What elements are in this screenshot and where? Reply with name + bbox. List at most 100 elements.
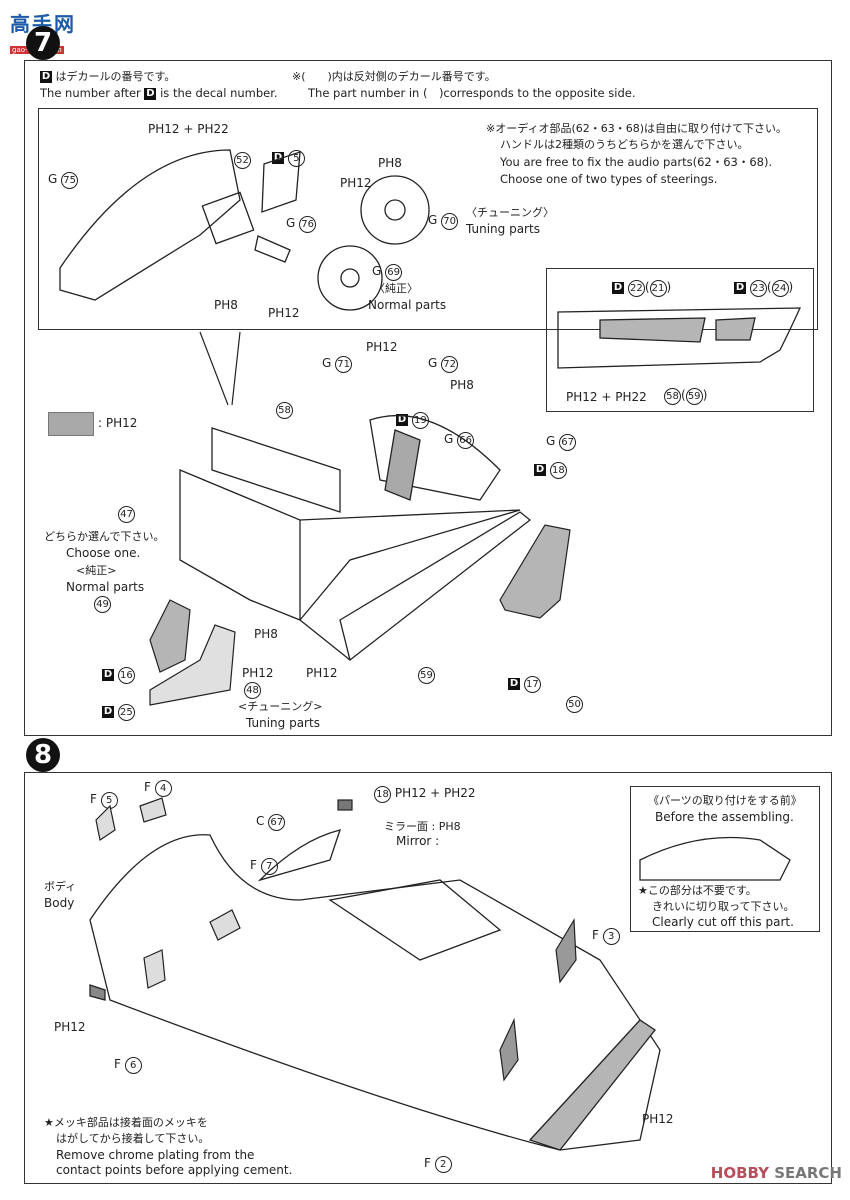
decal-note-jp: D はデカールの番号です。 — [40, 70, 175, 84]
decal-symbol-inline: D — [144, 87, 157, 100]
part-number: 2 — [434, 1156, 452, 1173]
decal-16-label: D 16 — [102, 667, 135, 684]
front-ph12-label: PH12 — [54, 1020, 86, 1034]
g69-label: G 69 — [372, 264, 403, 281]
part-number: 59 — [418, 667, 435, 684]
decal-25-label: D 25 — [102, 704, 135, 721]
door-panel-drawing — [557, 307, 802, 369]
body-jp-label: ボディ — [44, 880, 77, 893]
mirror-paint: PH8 — [438, 820, 461, 833]
f2-label: F 2 — [424, 1156, 452, 1173]
mirror-en-label: Mirror : — [396, 834, 440, 848]
part-number: 58 — [664, 388, 681, 405]
paint-legend-code: PH12 — [105, 416, 138, 430]
steering-note-en: Choose one of two types of steerings. — [500, 172, 718, 186]
normal-en-label: Normal parts — [368, 298, 447, 312]
step-8-badge: 8 — [26, 738, 60, 772]
step-7-badge: 7 — [26, 26, 60, 60]
before-title-jp: 《パーツの取り付けをする前》 — [648, 794, 802, 807]
g75-label: G 75 — [48, 172, 79, 189]
part-number: 59 — [685, 388, 703, 405]
seat-tuning-en: Tuning parts — [246, 716, 320, 730]
f7-label: F 7 — [250, 858, 278, 875]
chrome-note-jp-1: ★メッキ部品は接着面のメッキを — [44, 1116, 208, 1129]
interior-drawing — [179, 414, 532, 662]
part-number: 4 — [154, 780, 172, 797]
part-18-paint: PH12 + PH22 — [394, 786, 476, 800]
decal-note-en-suffix: is the decal number. — [160, 86, 278, 100]
part-49-label: 49 — [94, 596, 111, 613]
dashboard-drawing — [59, 149, 430, 311]
audio-note-jp-1: ※オーディオ部品(62・63・68)は自由に取り付けて下さい。 — [486, 122, 788, 135]
audio-note-en: You are free to fix the audio parts(62・6… — [500, 155, 773, 169]
f4-label: F 4 — [144, 780, 172, 797]
normal-jp-label: 〈純正〉 — [374, 282, 418, 295]
decal-number: 23 — [749, 280, 767, 297]
body-shell-drawing — [89, 829, 791, 1151]
decal-symbol: D — [40, 71, 52, 83]
part-50-label: 50 — [566, 696, 583, 713]
mirror-en-text: Mirror — [396, 834, 432, 848]
floor-ph8-label: PH8 — [254, 627, 278, 641]
decal-number: 22 — [627, 280, 645, 297]
door-part-label: 58(59) — [664, 388, 707, 405]
steering-note-jp: ハンドルは2種類のうちどちらかを選んで下さい。 — [500, 138, 749, 151]
decal-number: 17 — [523, 676, 541, 693]
opposite-note-en: The part number in ( )corresponds to the… — [308, 86, 636, 100]
decal-number: 5 — [287, 150, 305, 167]
part-number: 75 — [61, 172, 79, 189]
part-number: 67 — [559, 434, 577, 451]
door-decal-right: D 23(24) — [734, 280, 793, 297]
c67-label: C 67 — [256, 814, 286, 831]
decal-number: 25 — [117, 704, 135, 721]
decal-17-label: D 17 — [508, 676, 541, 693]
part-18-label: 18 PH12 + PH22 — [374, 786, 476, 803]
part-number: 18 — [374, 786, 391, 803]
ph8-top-label: PH8 — [450, 378, 474, 392]
part-number: 71 — [335, 356, 353, 373]
door-decal-left: D 22(21) — [612, 280, 671, 297]
decal-number: 16 — [117, 667, 135, 684]
steer-ph12-label: PH12 — [340, 176, 372, 190]
g67-label: G 67 — [546, 434, 577, 451]
g70-label: G 70 — [428, 213, 459, 230]
part-number: 7 — [260, 858, 278, 875]
part-number: 76 — [299, 216, 317, 233]
part-number: 72 — [441, 356, 459, 373]
steer-ph8-label: PH8 — [378, 156, 402, 170]
paint-legend-swatch — [48, 412, 94, 436]
g72-label: G 72 — [428, 356, 459, 373]
step-7-frame — [24, 60, 832, 736]
seat-tuning-jp: <チューニング> — [238, 700, 323, 713]
decal-note-en: The number after D is the decal number. — [40, 86, 278, 100]
decal-note-jp-text: はデカールの番号です。 — [55, 70, 176, 83]
ph12-top-label: PH12 — [366, 340, 398, 354]
decal-number: 24 — [771, 280, 789, 297]
callout-line — [231, 331, 241, 406]
part-48-label: 48 — [244, 682, 261, 699]
step-8-frame — [24, 772, 832, 1184]
column-ph12-label: PH12 — [268, 306, 300, 320]
mirror-jp-text: ミラー面 — [384, 820, 428, 833]
dashboard-detail-panel — [38, 108, 818, 330]
cut-note-jp-2: きれいに切り取って下さい。 — [652, 900, 795, 913]
part-number: 67 — [268, 814, 286, 831]
chrome-note-en-1: Remove chrome plating from the — [56, 1148, 255, 1162]
rear-ph12-label: PH12 — [642, 1112, 674, 1126]
before-assembling-box — [630, 786, 820, 932]
part-52-label: 52 — [234, 152, 251, 169]
part-number: 58 — [276, 402, 293, 419]
seat-normal-jp: <純正> — [76, 564, 117, 577]
part-number: 48 — [244, 682, 261, 699]
part-number: 69 — [385, 264, 403, 281]
part-59-label: 59 — [418, 667, 435, 684]
seat-normal-en: Normal parts — [66, 580, 145, 594]
hobby-search-watermark: HOBBY SEARCH — [711, 1164, 842, 1182]
chrome-note-en-2: contact points before applying cement. — [56, 1163, 293, 1177]
body-en-label: Body — [44, 896, 75, 910]
opposite-note-jp: ※( )内は反対側のデカール番号です。 — [292, 70, 496, 83]
choose-jp: どちらか選んで下さい。 — [44, 530, 165, 543]
tuning-en-label: Tuning parts — [466, 222, 540, 236]
chrome-note-jp-2: はがしてから接着して下さい。 — [56, 1132, 210, 1145]
